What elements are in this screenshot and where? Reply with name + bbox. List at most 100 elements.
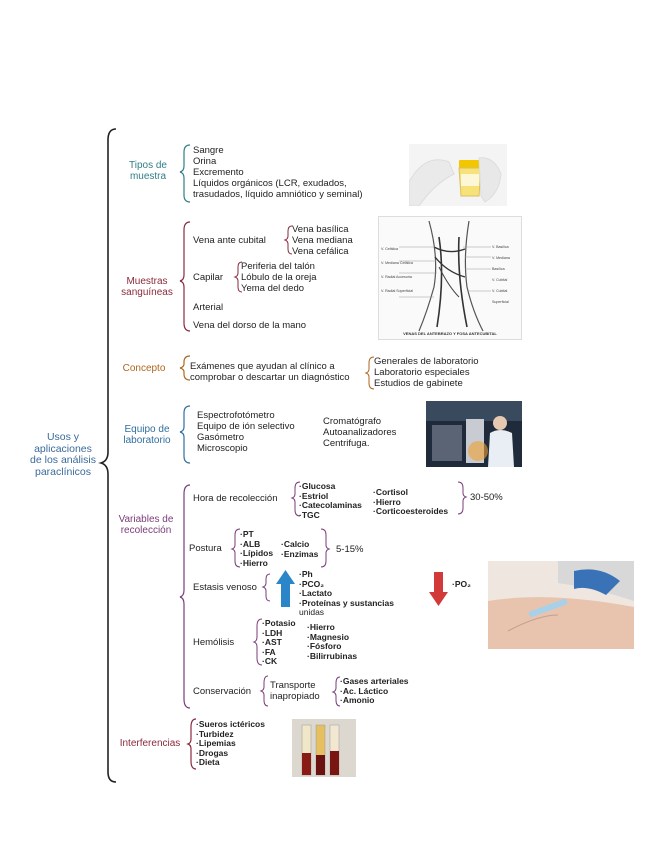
conservacion-brace <box>259 675 269 707</box>
list-item: ·Amonio <box>340 695 375 705</box>
hemolisis-label: Hemólisis <box>193 637 235 648</box>
venipuncture-icon <box>488 561 634 649</box>
diagram-label: V. Cefálica <box>381 247 399 251</box>
variables-label: Variables de recolección <box>112 514 180 536</box>
list-item: ·Ph <box>299 569 313 579</box>
interferencias-label: Interferencias <box>119 738 181 749</box>
postura-col1: ·PT ·ALB ·Lípidos ·Hierro <box>240 529 274 568</box>
blood-tubes-icon <box>292 719 356 777</box>
veins-caption: VENAS DEL ANTEBRAZO Y FOSA ANTECUBITAL <box>403 331 497 336</box>
interferencias-list: ·Sueros ictéricos ·Turbidez ·Lipemias ·D… <box>196 719 265 768</box>
list-item: ·Corticoesteroides <box>373 506 449 516</box>
capilar-label: Capilar <box>193 272 224 283</box>
equipo-label: Equipo de laboratorio <box>117 424 177 446</box>
hemolisis-brace <box>252 618 263 666</box>
list-item: Equipo de ión selectivo <box>197 421 295 432</box>
concepto-text: Exámenes que ayudan al clínico a comprob… <box>190 361 349 383</box>
list-item: ·Turbidez <box>196 728 234 739</box>
tipos-list: Sangre Orina Excremento Líquidos orgánic… <box>193 145 363 200</box>
diagram-label: V. Basílica <box>492 245 509 249</box>
transporte-label: Transporte inapropiado <box>270 680 320 702</box>
list-item: ·Catecolaminas <box>299 500 362 510</box>
diagram-label: V. Cubital Superficial <box>492 289 509 304</box>
estasis-brace <box>261 573 271 602</box>
arrow-down-icon <box>429 572 448 606</box>
veins-icon <box>399 220 491 332</box>
postura-col2: ·Calcio ·Enzimas <box>281 539 318 559</box>
list-item: Yema del dedo <box>241 283 305 294</box>
postura-pct-brace <box>320 528 331 568</box>
lab-equipment-photo <box>426 401 522 467</box>
conservacion-label: Conservación <box>193 686 252 697</box>
list-item: Vena basílica <box>292 224 349 235</box>
list-item: ·Drogas <box>196 747 229 758</box>
list-item: ·Sueros ictéricos <box>196 719 265 729</box>
list-item: Lóbulo de la oreja <box>241 272 317 283</box>
transporte-list: ·Gases arteriales ·Ac. Láctico ·Amonio <box>340 676 409 706</box>
list-item: Líquidos orgánicos (LCR, exudados, <box>193 178 347 189</box>
concepto-line: comprobar o descartar un diagnóstico <box>190 372 350 383</box>
postura-pct: 5-15% <box>336 544 364 555</box>
tipos-label: Tipos de muestra <box>118 160 178 182</box>
arterial-label: Arterial <box>193 302 224 313</box>
list-item: ·Bilirrubinas <box>307 650 358 661</box>
concepto-brace <box>179 355 191 381</box>
list-item: Generales de laboratorio <box>374 356 479 367</box>
list-item: ·Gases arteriales <box>340 676 409 686</box>
list-item: ·Proteínas y sustancias <box>299 597 394 608</box>
vena-dorso-label: Vena del dorso de la mano <box>193 320 307 331</box>
list-item: ·FA <box>262 646 276 657</box>
root-line: paraclínicos <box>34 465 92 478</box>
list-item: ·Lactato <box>299 588 333 598</box>
muestras-label: Muestras sanguíneas <box>115 276 179 298</box>
veins-right-labels: V. Basílica V. Mediana Basílica V. Cubit… <box>492 242 521 308</box>
variables-brace <box>179 484 191 709</box>
hora-col1: ·Glucosa ·Estriol ·Catecolaminas ·TGC <box>299 481 362 520</box>
list-item: Laboratorio especiales <box>374 367 470 378</box>
equipo-brace <box>179 405 191 464</box>
list-item: ·Glucosa <box>299 481 336 491</box>
diagram-label: V. Radial Superficial <box>381 289 414 293</box>
root-label: Usos y aplicaciones de los análisis para… <box>28 431 98 478</box>
transporte-brace <box>331 676 341 707</box>
list-item: Sangre <box>193 145 224 156</box>
tipos-brace <box>179 144 191 203</box>
list-item: ·Fósforo <box>307 641 342 651</box>
muestras-label-line: sanguíneas <box>121 287 173 298</box>
diagram-label: V. Cubital <box>492 278 508 282</box>
capilar-list: Periferia del talón Lóbulo de la oreja Y… <box>241 261 317 294</box>
list-item: Gasómetro <box>197 432 244 443</box>
diagram-label: V. Mediana Basílica <box>492 256 510 271</box>
diagram-label: V. Radial Accesoria <box>381 275 412 279</box>
po2-label: ·PO₂ <box>452 579 471 589</box>
list-item: ·Potasio <box>262 618 296 628</box>
postura-label: Postura <box>189 543 222 554</box>
list-item: Periferia del talón <box>241 261 315 272</box>
estasis-label: Estasis venoso <box>193 582 257 593</box>
list-item: ·ALB <box>240 538 261 549</box>
equipo-left-list: Espectrofotómetro Equipo de ión selectiv… <box>197 410 295 454</box>
list-item: ·Hierro <box>240 557 268 568</box>
root-line: Usos y <box>46 431 80 443</box>
estasis-list: ·Ph ·PCO₂ ·Lactato ·Proteínas y sustanci… <box>299 569 394 618</box>
interferencias-brace <box>186 718 197 770</box>
transporte-line: inapropiado <box>270 691 320 702</box>
list-item: ·PT <box>240 529 254 539</box>
variables-label-line: recolección <box>120 525 172 536</box>
list-item: Excremento <box>193 167 244 178</box>
list-item: ·PCO₂ <box>299 578 325 589</box>
root-line: aplicaciones <box>34 442 92 455</box>
urine-cup-icon <box>409 144 507 206</box>
list-item: Microscopio <box>197 443 248 454</box>
list-item: ·Hierro <box>373 496 401 507</box>
list-item: ·Lípidos <box>240 548 274 558</box>
list-item: ·CK <box>262 656 278 666</box>
concepto-line: Exámenes que ayudan al clínico a <box>190 361 335 372</box>
veins-left-labels: V. Cefálica V. Mediana Cefálica V. Radia… <box>381 242 413 298</box>
concepto-label: Concepto <box>122 363 166 374</box>
list-item: ·Calcio <box>281 539 310 549</box>
concepto-list: Generales de laboratorio Laboratorio esp… <box>374 356 479 389</box>
hora-label: Hora de recolección <box>193 493 278 504</box>
list-item: ·Magnesio <box>307 631 350 642</box>
